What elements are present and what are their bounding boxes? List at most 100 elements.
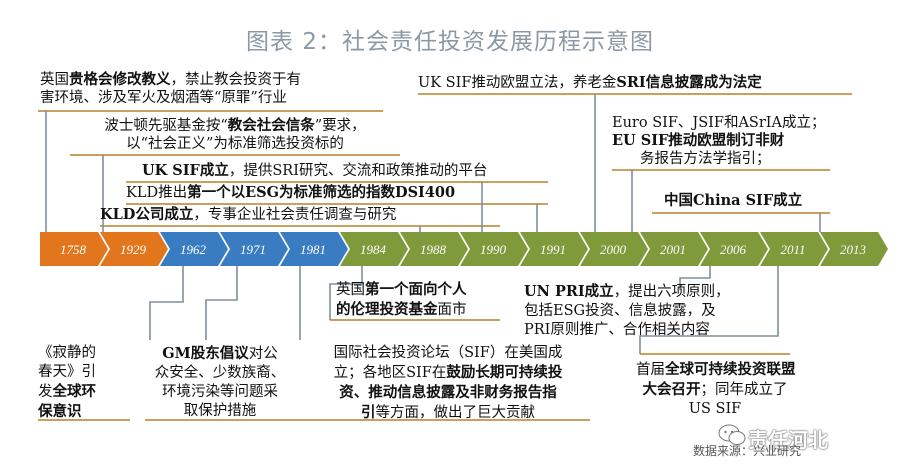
note-1758: 英国贵格会修改教义，禁止教会投资于有 害环境、涉及军火及烟酒等“原罪”行业 — [40, 71, 301, 107]
note-bold: 鼓励长期可持续投 — [446, 364, 563, 381]
note-bold: EU SIF推动欧盟制订非财 — [612, 132, 785, 149]
timeline-year-label: 1990 — [480, 242, 507, 257]
timeline-year-label: 1988 — [420, 242, 447, 257]
note-2011: 首届全球可持续投资联盟 大会召开；同年成立了 US SIF — [636, 360, 796, 419]
timeline-chevron — [640, 232, 708, 266]
connector-1971 — [205, 266, 238, 340]
note-kld: KLD公司成立，专事企业社会责任调查与研究 — [100, 206, 396, 224]
note-text: 春天》引 — [38, 364, 96, 380]
timeline-chevron — [220, 232, 288, 266]
note-1962: 《寂静的 春天》引 发全球环 保意识 — [38, 344, 96, 422]
timeline-year-label: 1962 — [180, 242, 207, 257]
note-1929: 波士顿先驱基金按“教会社会信条”要求， 以“社会正义”为标准筛选投资标的 — [70, 117, 400, 153]
note-text: 环境污染等问题采 — [162, 384, 278, 400]
note-uk-sif: UK SIF成立，提供SRI研究、交流和政策推动的平台 — [142, 162, 487, 180]
page-title: 图表 2：社会责任投资发展历程示意图 — [246, 29, 654, 55]
timeline-year-label: 2013 — [840, 242, 867, 257]
connector-2006b — [679, 266, 711, 290]
note-bold: 第一个以ESG为标准筛选的指数DSI400 — [187, 184, 456, 201]
note-kld-index: KLD推出第一个以ESG为标准筛选的指数DSI400 — [126, 184, 455, 202]
note-bold: UN PRI成立 — [524, 283, 614, 300]
timeline-year-label: 2000 — [600, 242, 627, 257]
timeline-chevron — [160, 232, 228, 266]
brand-watermark: 责任河北 — [748, 428, 828, 452]
note-1981: 国际社会投资论坛（SIF）在美国成 立；各地区SIF在鼓励长期可持续投 资、推动… — [306, 344, 590, 423]
note-2013: 中国China SIF成立 — [664, 192, 802, 210]
note-text: 取保护措施 — [183, 403, 257, 419]
note-bold: GM股东倡议 — [162, 345, 249, 362]
note-bold: 引 — [361, 404, 376, 421]
note-2006-top: Euro SIF、JSIF和ASrIA成立； EU SIF推动欧盟制订非财 务报… — [612, 114, 826, 168]
note-text: 对公 — [248, 346, 278, 362]
timeline-chevron — [280, 232, 348, 266]
connector-2011 — [639, 266, 779, 354]
timeline-chevron — [100, 232, 168, 266]
data-source: 数据来源：兴业研究 — [693, 444, 802, 458]
note-bold: 资、推动信息披露及非财务报告指 — [339, 384, 557, 401]
note-text: 等方面，做出了巨大贡献 — [375, 405, 536, 421]
note-text: UK SIF推动欧盟立法，养老金 — [418, 75, 617, 91]
note-text: ，禁止教会投资于有 — [170, 72, 302, 88]
timeline-chevron — [580, 232, 648, 266]
timeline-year-label: 2006 — [720, 242, 747, 257]
note-text: 英国 — [336, 282, 365, 298]
note-text: 包括ESG投资、信息披露，及 — [524, 303, 716, 319]
note-bold: UK SIF成立 — [142, 162, 229, 179]
connector-1962 — [149, 266, 184, 340]
timeline-chevron — [40, 232, 108, 266]
note-bold: 第一个面向个人 — [365, 281, 467, 298]
timeline-year-label: 1929 — [120, 242, 147, 257]
timeline-year-label: 1981 — [300, 242, 326, 257]
note-text: Euro SIF、JSIF和ASrIA成立； — [612, 115, 826, 131]
note-bold: SRI信息披露成为法定 — [616, 74, 762, 91]
timeline-year-label: 2011 — [780, 242, 805, 257]
note-text: ；同年成立了 — [700, 382, 788, 398]
note-2006-bottom: UN PRI成立，提出六项原则， 包括ESG投资、信息披露，及 PRI原则推广、… — [524, 282, 730, 340]
note-text: ”要求， — [314, 118, 366, 134]
timeline-year-label: 1991 — [540, 242, 566, 257]
note-text: 国际社会投资论坛（SIF）在美国成 — [333, 345, 563, 361]
timeline-year-label: 1758 — [60, 242, 87, 257]
connector-1984 — [329, 266, 363, 320]
note-text: 《寂静的 — [38, 345, 96, 361]
note-bold: 中国China SIF成立 — [664, 192, 803, 209]
note-text: 发 — [38, 384, 53, 400]
note-text: 以“社会正义”为标准筛选投资标的 — [126, 136, 344, 152]
note-bold: 教会社会信条 — [227, 117, 315, 134]
note-bold: KLD公司成立 — [100, 206, 194, 223]
timeline-chevron — [520, 232, 588, 266]
note-bold: 大会召开 — [642, 381, 701, 398]
timeline-year-label: 1971 — [240, 242, 266, 257]
note-text: ，提供SRI研究、交流和政策推动的平台 — [228, 163, 488, 179]
note-bold: 保意识 — [38, 403, 82, 420]
timeline-year-label: 2001 — [660, 242, 686, 257]
wechat-icon — [718, 424, 746, 445]
timeline-chevron — [820, 232, 888, 266]
timeline-chevron — [400, 232, 468, 266]
timeline-chevron — [340, 232, 408, 266]
note-text: 首届 — [636, 362, 665, 378]
note-text: 面市 — [437, 302, 467, 318]
timeline-chevron — [700, 232, 768, 266]
note-text: 波士顿先驱基金按“ — [104, 118, 228, 134]
note-text: 立；各地区SIF在 — [333, 365, 447, 381]
note-1971: GM股东倡议对公 众安全、少数族裔、 环境污染等问题采 取保护措施 — [140, 344, 300, 421]
timeline-chevron — [760, 232, 828, 266]
note-text: PRI原则推广、合作相关内容 — [524, 322, 710, 338]
note-2000: UK SIF推动欧盟立法，养老金SRI信息披露成为法定 — [418, 74, 762, 92]
note-bold: 贵格会修改教义 — [69, 71, 171, 88]
note-text: 英国 — [40, 72, 69, 88]
note-text: 害环境、涉及军火及烟酒等“原罪”行业 — [40, 90, 287, 106]
timeline-year-label: 1984 — [360, 242, 387, 257]
timeline-chevron — [460, 232, 528, 266]
note-text: 务报告方法学指引； — [640, 151, 771, 167]
note-text: US SIF — [688, 401, 742, 417]
note-1984: 英国第一个面向个人 的伦理投资基金面市 — [336, 280, 467, 320]
note-bold: 的伦理投资基金 — [336, 301, 438, 318]
note-text: KLD推出 — [126, 185, 188, 201]
note-bold: 全球环 — [52, 383, 97, 400]
timeline: 1758 1929 1962 1971 1981 1984 1988 1990 1991 2000… — [40, 232, 888, 266]
note-bold: 全球可持续投资联盟 — [665, 361, 796, 378]
note-text: 众安全、少数族裔、 — [154, 365, 286, 381]
